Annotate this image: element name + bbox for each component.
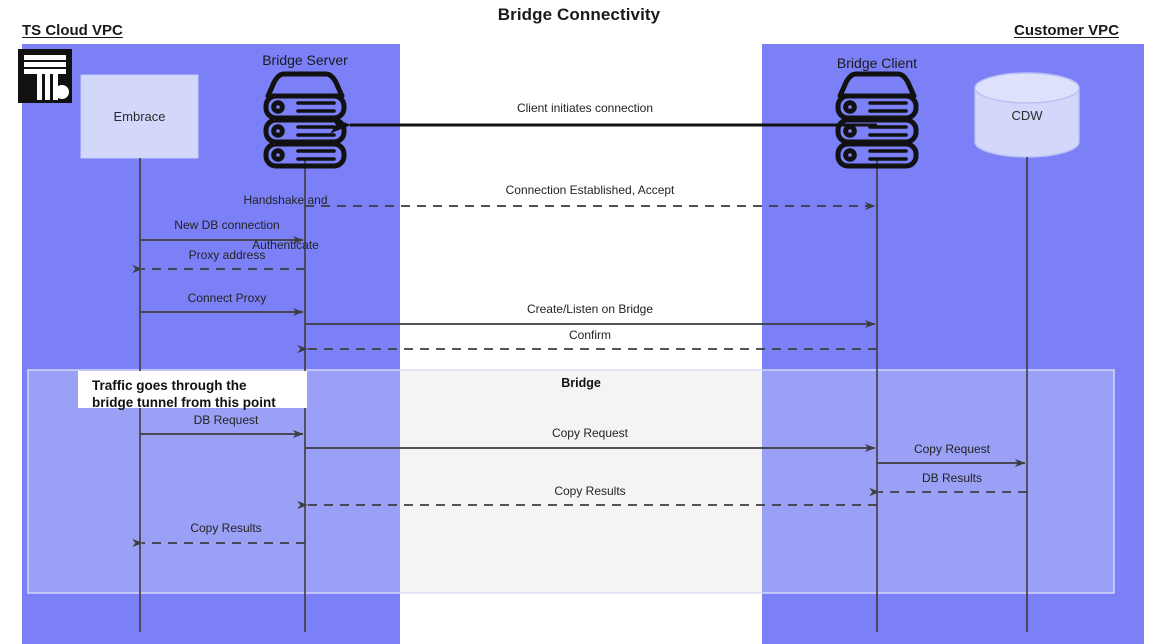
ts-logo-icon [18, 49, 72, 103]
bridge-center-strip [400, 370, 762, 593]
bridge-region-outline [27, 369, 1115, 594]
tunnel-note-line-1: Traffic goes through the [92, 378, 247, 393]
bridge-client-title: Bridge Client [836, 55, 918, 71]
msg-label-copy-request-client-cdw: Copy Request [913, 442, 991, 456]
msg-label-create-listen-on-bridge: Create/Listen on Bridge [526, 302, 654, 316]
handshake-authenticate-annotation: Handshake and Authenticate [198, 163, 373, 283]
msg-label-proxy-address: Proxy address [188, 248, 266, 262]
msg-label-db-results: DB Results [921, 471, 983, 485]
handshake-line-2: Authenticate [252, 238, 319, 252]
msg-label-copy-request-server-client: Copy Request [551, 426, 629, 440]
bridge-client-icon [835, 71, 919, 169]
cdw-node-label: CDW [1011, 108, 1043, 123]
bridge-overlay-right [762, 370, 1114, 593]
embrace-node-label: Embrace [113, 109, 166, 124]
msg-label-client-initiates-connection: Client initiates connection [516, 101, 654, 115]
bridge-server-icon [263, 71, 347, 169]
bridge-region-label: Bridge [561, 376, 601, 390]
msg-label-connect-proxy: Connect Proxy [187, 291, 267, 305]
msg-label-copy-results-server-embrace: Copy Results [190, 521, 262, 535]
bridge-server-title: Bridge Server [262, 52, 348, 68]
msg-label-db-request: DB Request [193, 413, 259, 427]
tunnel-note: Traffic goes through the bridge tunnel f… [78, 371, 307, 410]
tunnel-note-line-2: bridge tunnel from this point [92, 395, 276, 410]
cdw-node-shape [974, 72, 1080, 158]
ts-cloud-vpc-title: TS Cloud VPC [22, 22, 123, 39]
page-title: Bridge Connectivity [497, 5, 661, 24]
msg-label-copy-results-client-server: Copy Results [554, 484, 626, 498]
msg-label-confirm: Confirm [568, 328, 611, 342]
msg-label-connection-established: Connection Established, Accept [505, 183, 675, 197]
msg-label-new-db-connection: New DB connection [174, 218, 280, 232]
handshake-line-1: Handshake and [243, 193, 328, 207]
customer-vpc-title: Customer VPC [1014, 22, 1120, 39]
